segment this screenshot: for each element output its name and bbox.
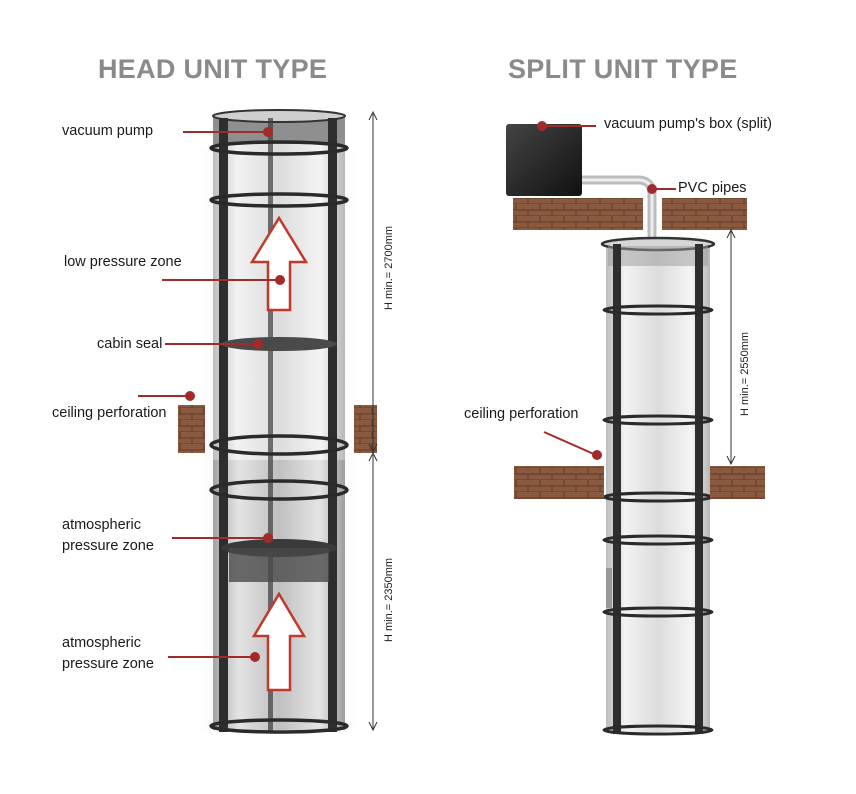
split-unit-title: SPLIT UNIT TYPE bbox=[508, 54, 738, 84]
split-unit-tube bbox=[606, 242, 710, 732]
split-dimension-lines bbox=[726, 228, 736, 466]
split-top-brick-right bbox=[662, 198, 747, 230]
split-unit-elevator bbox=[506, 124, 765, 736]
label-atmospheric-zone-lower: atmospheric pressure zone bbox=[62, 635, 154, 672]
label-low-pressure-zone: low pressure zone bbox=[64, 254, 182, 270]
head-dimension-lines bbox=[368, 110, 378, 732]
label-ceiling-perforation-head: ceiling perforation bbox=[52, 405, 167, 421]
pump-box bbox=[506, 124, 582, 196]
label-pvc-pipes: PVC pipes bbox=[678, 180, 747, 196]
head-unit-frame-left bbox=[219, 118, 228, 732]
head-unit-title: HEAD UNIT TYPE bbox=[98, 54, 328, 84]
head-callouts bbox=[138, 127, 285, 662]
split-frame-right bbox=[695, 244, 703, 734]
up-arrow-upper bbox=[249, 215, 309, 312]
head-ceiling-brick-left bbox=[178, 405, 205, 453]
cabin-seal-disk bbox=[221, 337, 337, 351]
split-callouts bbox=[537, 121, 676, 460]
label-atmospheric-zone-upper: atmospheric pressure zone bbox=[62, 517, 154, 554]
up-arrow-lower bbox=[251, 591, 307, 692]
split-ceiling-brick-right bbox=[710, 466, 765, 499]
dimension-split: H min.= 2550mm bbox=[739, 331, 751, 416]
split-ceiling-brick-left bbox=[514, 466, 604, 499]
split-top-brick-left bbox=[513, 198, 643, 230]
dimension-lower: H min.= 2350mm bbox=[383, 557, 395, 642]
label-ceiling-perforation-split: ceiling perforation bbox=[464, 406, 579, 422]
split-frame-left bbox=[613, 244, 621, 734]
dimension-upper: H min.= 2700mm bbox=[383, 225, 395, 310]
head-unit-frame-right bbox=[328, 118, 337, 732]
head-unit-elevator bbox=[178, 109, 377, 734]
label-cabin-seal: cabin seal bbox=[97, 336, 163, 352]
head-ceiling-brick-right bbox=[354, 405, 377, 453]
label-pump-box: vacuum pump's box (split) bbox=[604, 116, 772, 132]
head-unit-rings bbox=[209, 140, 349, 734]
label-vacuum-pump: vacuum pump bbox=[62, 123, 154, 139]
